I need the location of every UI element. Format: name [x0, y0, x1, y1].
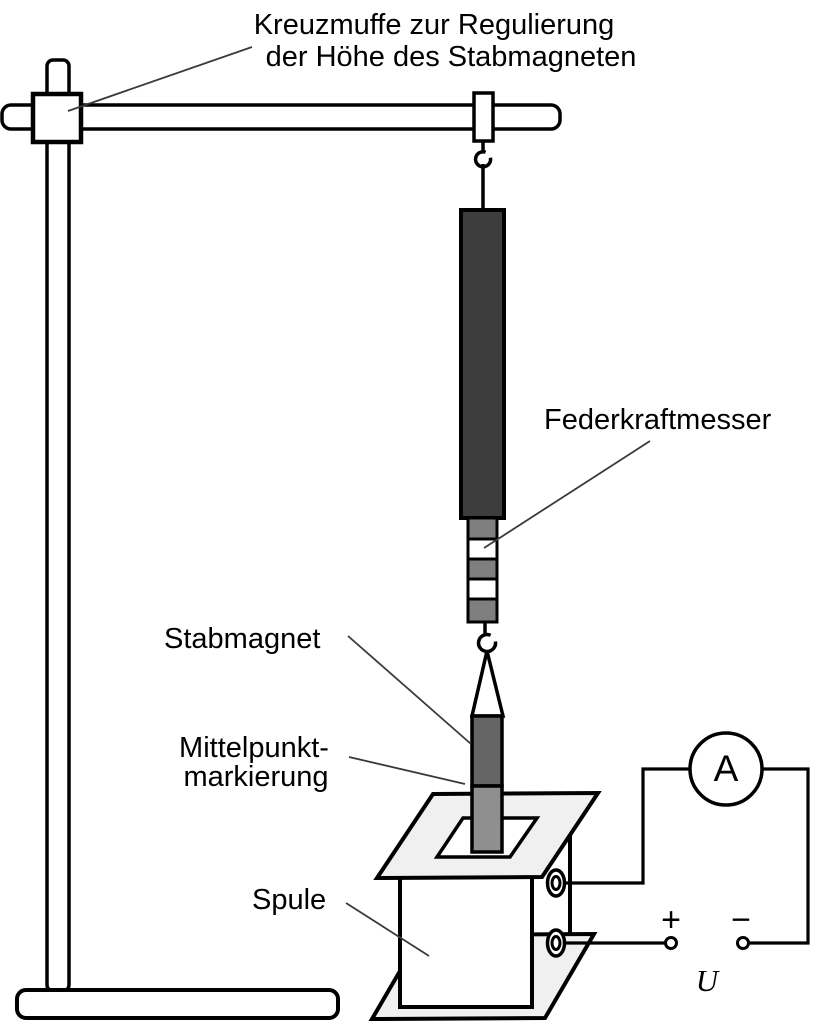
scale-segment-gray [466, 557, 499, 581]
spring-scale-tube [459, 208, 506, 520]
leader-mittelpunktmarkierung [348, 756, 466, 785]
mittelpunkt-label-line2: markierung [183, 761, 328, 793]
wire-coil-to-ammeter [559, 767, 691, 885]
plus-label: + [661, 901, 681, 939]
bar-magnet-lower-half [470, 784, 504, 854]
spule-label: Spule [252, 884, 326, 916]
leader-federkraftmesser [483, 440, 651, 549]
scale-segment-gray [466, 516, 499, 541]
leader-kreuzmuffe [67, 46, 253, 112]
upper-hook-icon [473, 150, 493, 169]
kreuzmuffe-label-line2: der Höhe des Stabmagneten [266, 41, 637, 73]
stand-vertical-rod [45, 58, 71, 993]
ammeter-label: A [714, 748, 739, 789]
voltage-label: U [696, 963, 721, 998]
leader-spule [345, 902, 430, 957]
stabmagnet-label: Stabmagnet [164, 623, 320, 655]
stand-base [15, 988, 340, 1020]
scale-segment-white [466, 577, 499, 601]
ammeter-icon [688, 731, 764, 807]
mittelpunkt-label-line1: Mittelpunkt- [179, 732, 329, 764]
stand-horizontal-rod [0, 103, 562, 131]
minus-label: − [731, 901, 751, 939]
kreuzmuffe-label-line1: Kreuzmuffe zur Regulierung [254, 9, 615, 41]
leader-stabmagnet [347, 635, 472, 745]
terminal-minus-icon [736, 936, 750, 950]
terminal-plus-icon [664, 936, 678, 950]
magnet-hanger-cone [469, 650, 506, 718]
cross-clamp [30, 91, 84, 145]
binding-post-lower-center [550, 935, 562, 951]
binding-post-upper-center [550, 875, 562, 891]
lower-hook-icon [476, 632, 498, 654]
bar-magnet-upper-half [470, 714, 504, 788]
federkraftmesser-label: Federkraftmesser [544, 404, 772, 436]
wire-ammeter-to-minus [748, 767, 810, 945]
coil-front-face [398, 875, 534, 1009]
scale-segment-gray [466, 597, 499, 624]
hanger-clamp [472, 91, 495, 143]
